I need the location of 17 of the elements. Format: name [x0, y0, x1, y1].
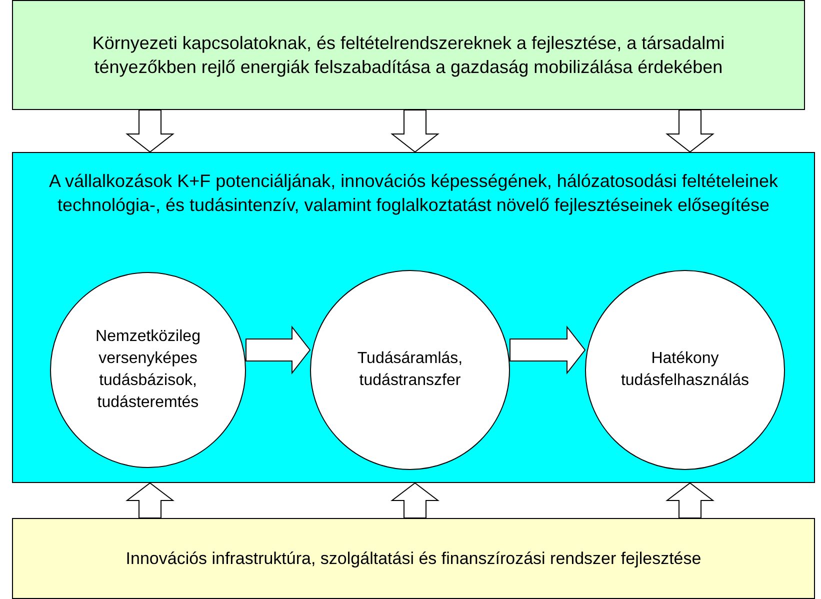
block-arrow [666, 110, 714, 153]
block-arrow [510, 326, 586, 374]
node-text: A vállalkozások K+F potenciáljának, innovációs képességének, hálózatosodási feltételeinek technológia-, és tudásintenzív, valamint foglalkoztatást növelő fejlesztéseinek elősegítése [48, 170, 779, 217]
block-arrow [126, 110, 174, 153]
block-arrow [126, 482, 174, 518]
goal-box [12, 0, 805, 110]
main-panel [12, 152, 815, 483]
block-arrow [666, 482, 714, 518]
node-text: Hatékony tudásfelhasználás [620, 349, 750, 391]
node-text: Tudásáramlás, tudástranszfer [356, 349, 464, 391]
block-arrow [246, 326, 311, 374]
base-box [12, 518, 815, 599]
block-arrow [390, 482, 440, 518]
block-arrow [390, 110, 440, 153]
node-text: Környezeti kapcsolatoknak, és feltételrendszereknek a fejlesztése, a társadalmi tényezőkben rejlő energiák felszabadítása a gazdaság mobilizálása érdekében [91, 32, 726, 79]
node-text: Nemzetközileg versenyképes tudásbázisok, tudásteremtés [94, 327, 202, 413]
node-text: Innovációs infrastruktúra, szolgáltatási és finanszírozási rendszer fejlesztése [126, 548, 702, 570]
